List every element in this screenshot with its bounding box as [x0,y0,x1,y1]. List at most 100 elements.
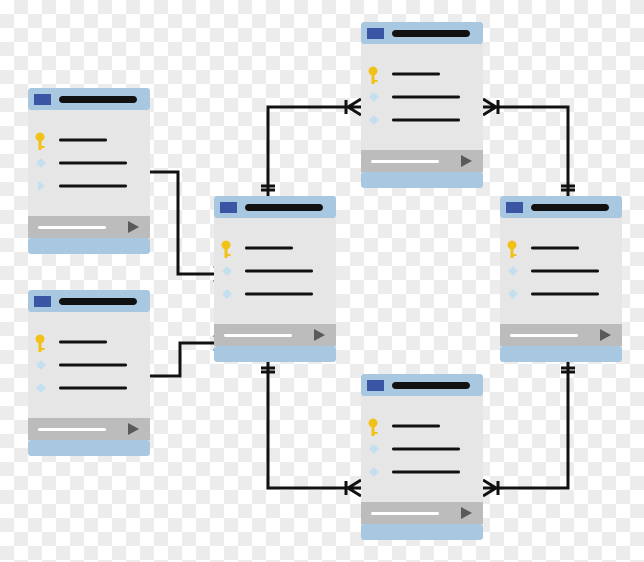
field-row [35,132,107,150]
key-shaft [510,248,514,258]
diamond-icon [369,115,379,125]
key-bow [368,418,378,428]
field-row [507,240,579,258]
rel-center-top-right [261,97,362,196]
play-arrow-icon [600,329,611,341]
footer-scroll-track [38,428,106,431]
field-name-bar [245,269,313,273]
rel-far-right-top-right [482,97,575,196]
field-name-bar [245,292,313,296]
field-row [221,240,293,258]
crowfoot-prong [482,478,497,490]
field-name-bar [59,161,127,165]
field-name-bar [59,386,127,390]
table-bottom-band [361,524,483,540]
field-row [369,467,460,477]
key-tooth [374,80,378,82]
field-name-bar [59,340,107,344]
table-bottom-band [500,346,622,362]
rel-center-bottom-right [261,362,362,498]
footer-scroll-track [371,512,439,515]
key-shaft [38,140,42,150]
field-row [369,92,460,102]
relationship-line [150,170,214,276]
field-row [222,289,313,299]
field-row [368,418,440,436]
field-row [35,334,107,352]
field-row [38,181,127,191]
key-tooth [41,348,45,350]
table-title-bar [245,204,323,211]
relationship-line [150,341,214,378]
field-name-bar [392,95,460,99]
play-arrow-icon [128,221,139,233]
key-bow [221,240,231,250]
key-tooth [41,146,45,148]
field-row [508,266,599,276]
footer-scroll-track [371,160,439,163]
diamond-icon [222,289,232,299]
diamond-icon [36,383,46,393]
key-shaft [371,74,375,84]
table-title-icon [34,296,51,307]
field-row [369,444,460,454]
table-body [500,196,622,362]
field-name-bar [392,72,440,76]
field-row [36,383,127,393]
key-shaft [224,248,228,258]
table-title-bar [59,96,137,103]
table-title-bar [531,204,609,211]
key-icon [368,418,378,436]
table-body [361,374,483,540]
table-title-bar [59,298,137,305]
key-bow [368,66,378,76]
table-far-right [500,196,622,362]
play-arrow-icon [461,507,472,519]
table-bottom-right [361,374,483,540]
table-title-bar [392,30,470,37]
triangle-icon [38,181,45,191]
key-icon [507,240,517,258]
table-bottom-band [28,440,150,456]
diamond-icon [36,158,46,168]
diamond-icon [508,289,518,299]
table-bottom-band [214,346,336,362]
table-body [361,22,483,188]
field-row [36,158,127,168]
field-name-bar [531,292,599,296]
crowfoot-prong [347,105,362,117]
field-name-bar [59,184,127,188]
key-bow [507,240,517,250]
key-icon [368,66,378,84]
table-bottom-left [28,290,150,456]
relationship-line [483,362,570,490]
entity-tables [28,22,622,540]
table-title-icon [367,28,384,39]
table-bottom-band [361,172,483,188]
crowfoot-prong [347,486,362,498]
crowfoot-prong [482,105,497,117]
relationship-line [266,362,361,490]
diamond-icon [36,360,46,370]
relationship-line [483,105,570,196]
table-center [214,196,336,362]
key-icon [35,132,45,150]
table-top-left [28,88,150,254]
field-row [36,360,127,370]
key-icon [221,240,231,258]
field-name-bar [245,246,293,250]
field-row [508,289,599,299]
play-arrow-icon [314,329,325,341]
key-shaft [371,426,375,436]
table-bottom-band [28,238,150,254]
footer-scroll-track [224,334,292,337]
table-body [214,196,336,362]
diamond-icon [369,92,379,102]
diamond-icon [369,444,379,454]
table-title-icon [220,202,237,213]
field-name-bar [392,424,440,428]
footer-scroll-track [510,334,578,337]
field-name-bar [531,269,599,273]
table-title-icon [34,94,51,105]
